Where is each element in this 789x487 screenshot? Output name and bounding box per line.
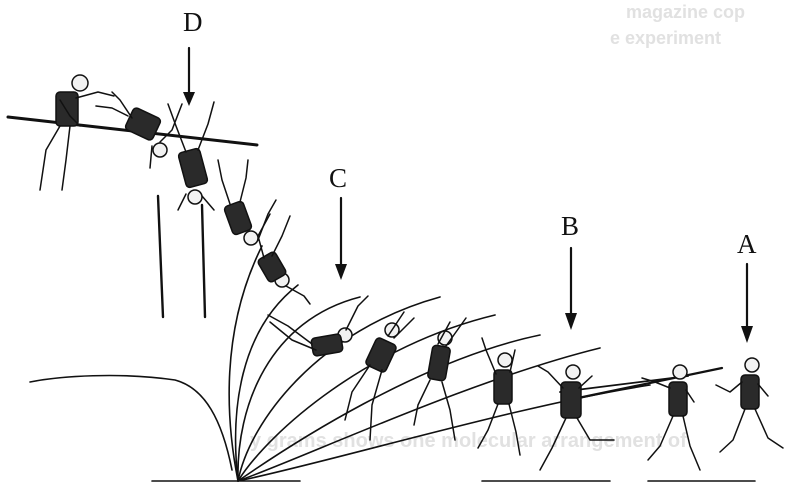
athlete-takeoff	[478, 338, 520, 455]
pole-arc-4	[238, 297, 440, 481]
athlete-run-2	[642, 365, 700, 470]
phase-label-a: A	[737, 231, 757, 258]
pole-straight-approach	[578, 368, 722, 398]
phase-label-d: D	[183, 9, 203, 36]
arrow-d-head	[183, 92, 195, 106]
athlete-inverted	[218, 160, 276, 245]
pole-arc-2	[236, 285, 298, 481]
athlete-rockback	[257, 214, 310, 304]
upright-left	[158, 196, 163, 317]
pole-arc-3	[238, 297, 360, 481]
athlete-run-3	[538, 365, 614, 470]
arrow-c-head	[335, 264, 347, 280]
athlete-swing-1	[414, 318, 466, 440]
athlete-over-bar	[96, 92, 182, 168]
arrow-a-head	[741, 326, 753, 343]
arrow-b-head	[565, 313, 577, 330]
athlete-run-1	[716, 358, 783, 452]
athlete-clearance	[40, 75, 114, 190]
phase-label-c: C	[329, 165, 347, 192]
athlete-turn	[168, 102, 214, 210]
phase-label-b: B	[561, 213, 579, 240]
upright-right	[202, 205, 205, 317]
athlete-swing-3	[268, 296, 368, 356]
athlete-swing-2	[345, 312, 414, 440]
landing-pit-outline	[30, 376, 232, 470]
